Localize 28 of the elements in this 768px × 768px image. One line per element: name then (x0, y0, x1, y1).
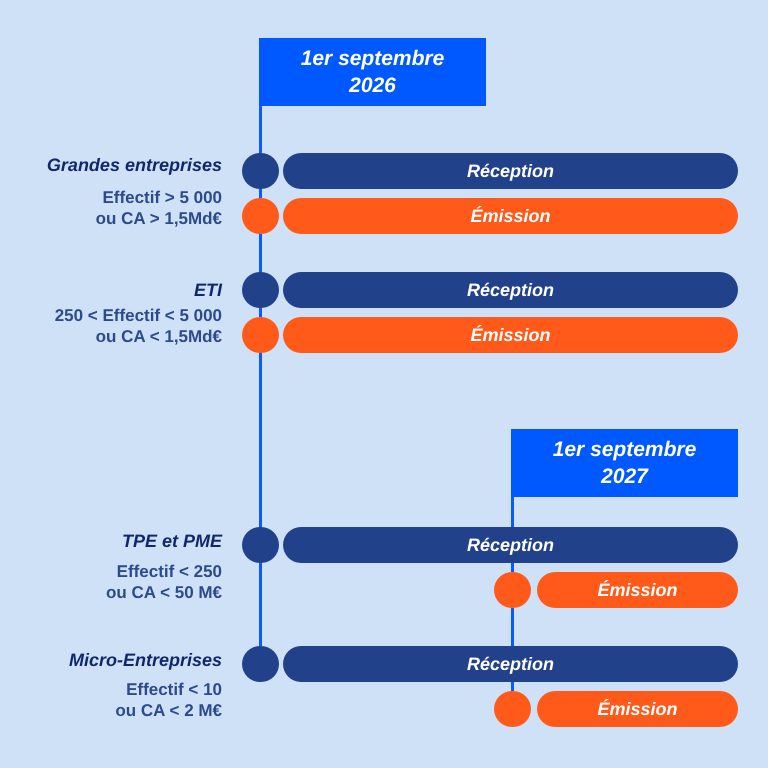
phase-bar: Réception (283, 272, 738, 308)
date-flag: 1er septembre 2027 (511, 429, 738, 497)
timeline-line (511, 497, 514, 527)
phase-bar: Émission (283, 317, 738, 353)
phase-bar: Réception (283, 527, 738, 563)
timeline-line (259, 106, 262, 153)
timeline-line (259, 189, 262, 198)
timeline-line (511, 682, 514, 691)
size-criteria-text: 250 < Effectif < 5 000 ou CA < 1,5Md€ (54, 305, 222, 347)
timeline-line (259, 308, 262, 317)
company-category-label: Micro-Entreprises (68, 649, 222, 671)
size-criteria-text: Effectif < 10 ou CA < 2 M€ (114, 679, 222, 721)
size-criteria-text: Effectif > 5 000 ou CA > 1,5Md€ (94, 187, 222, 229)
timeline-line (511, 608, 514, 646)
timeline-line (259, 234, 262, 272)
company-category-label: Grandes entreprises (46, 154, 222, 176)
phase-bar: Réception (283, 646, 738, 682)
timeline-line (511, 563, 514, 572)
phase-bar: Réception (283, 153, 738, 189)
size-criteria-text: Effectif < 250 ou CA < 50 M€ (104, 561, 222, 603)
phase-bar: Émission (537, 691, 738, 727)
company-category-label: ETI (194, 279, 222, 301)
company-category-label: TPE et PME (122, 530, 222, 552)
date-flag: 1er septembre 2026 (259, 38, 486, 106)
phase-bar: Émission (537, 572, 738, 608)
timeline-line (259, 563, 262, 646)
phase-bar: Émission (283, 198, 738, 234)
timeline-line (259, 353, 262, 527)
